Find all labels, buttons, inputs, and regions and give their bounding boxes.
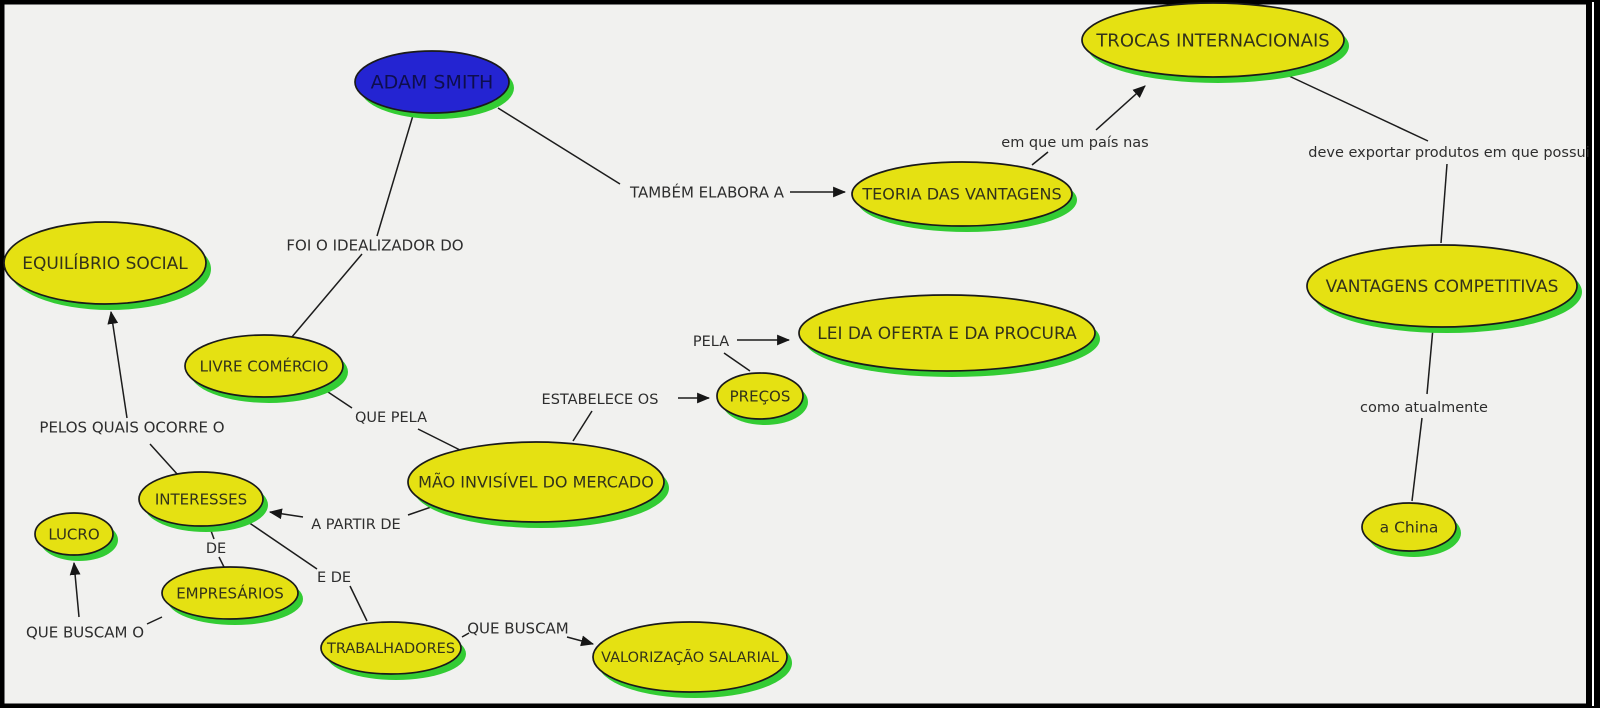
node-ellipse: [407, 441, 665, 523]
edge-mao-to-estabelece-label: [572, 410, 593, 442]
edge-pelosquais-label-to-equilibrio-arrow: [107, 310, 128, 419]
node-ellipse: [716, 372, 804, 420]
edge-ede-label-to-trabalhadores: [349, 585, 368, 622]
edge-vantagens-to-como-label: [1426, 327, 1434, 395]
node-adam-smith-label: ADAM SMITH: [371, 72, 494, 94]
node-empresarios[interactable]: EMPRESÁRIOS: [161, 566, 303, 625]
edge-trabalhadores-to-quebuscam-label: [461, 632, 470, 638]
edge-foi-label-to-livre-comercio: [290, 253, 363, 339]
node-vantagens-competitivas[interactable]: VANTAGENS COMPETITIVAS: [1306, 244, 1582, 333]
edge-trocas-to-deve-label: [1288, 75, 1429, 142]
node-ellipse: [798, 294, 1096, 372]
node-mao-invisivel-label: MÃO INVISÍVEL DO MERCADO: [418, 473, 654, 492]
node-ellipse: [161, 566, 299, 620]
edge-label-a-partir-de[interactable]: A PARTIR DE: [311, 517, 400, 533]
node-lei-da-oferta-label: LEI DA OFERTA E DA PROCURA: [817, 324, 1077, 344]
frame-right-highlight: [1592, 2, 1594, 706]
node-ellipse: [354, 50, 510, 114]
edge-label-pela[interactable]: PELA: [693, 334, 729, 350]
edge-label-tambem-elabora-a[interactable]: TAMBÉM ELABORA A: [629, 182, 785, 201]
node-precos-label: PREÇOS: [730, 387, 791, 405]
edge-label-que-buscam-o[interactable]: QUE BUSCAM O: [26, 623, 144, 641]
edge-label-deve-exportar-produtos[interactable]: deve exportar produtos em que possui: [1308, 145, 1589, 161]
node-interesses-label: INTERESSES: [155, 490, 247, 508]
edge-label-foi-o-idealizador-do[interactable]: FOI O IDEALIZADOR DO: [286, 236, 463, 254]
edge-como-label-to-china: [1411, 417, 1423, 502]
node-empresarios-label: EMPRESÁRIOS: [176, 583, 284, 602]
node-valorizacao-salarial[interactable]: VALORIZAÇÃO SALARIAL: [592, 621, 792, 698]
node-trabalhadores-label: TRABALHADORES: [326, 641, 455, 657]
edge-interesses-to-ede-label: [247, 521, 318, 570]
edge-label-e-de[interactable]: E DE: [317, 570, 351, 586]
edge-deve-label-to-vantagens: [1440, 163, 1448, 244]
edge-adam-smith-to-foi-label: [376, 111, 415, 237]
edge-apartir-label-to-interesses-arrow: [268, 508, 304, 520]
node-ellipse: [320, 621, 462, 675]
node-teoria-das-vantagens[interactable]: TEORIA DAS VANTAGENS: [851, 161, 1077, 232]
node-mao-invisivel-do-mercado[interactable]: MÃO INVISÍVEL DO MERCADO: [407, 441, 669, 528]
edge-label-como-atualmente[interactable]: como atualmente: [1360, 400, 1488, 416]
edge-label-de[interactable]: DE: [206, 541, 226, 557]
node-trocas-internacionais-label: TROCAS INTERNACIONAIS: [1095, 30, 1329, 51]
node-ellipse: [592, 621, 788, 693]
edge-empais-label-to-trocas-arrow: [1095, 85, 1146, 131]
node-equilibrio-social-label: EQUILÍBRIO SOCIAL: [22, 252, 188, 274]
node-trocas-internacionais[interactable]: TROCAS INTERNACIONAIS: [1081, 2, 1349, 83]
edge-quepela-label-to-mao: [417, 428, 461, 451]
node-ellipse: [3, 221, 207, 305]
node-precos[interactable]: PREÇOS: [716, 372, 808, 425]
edge-label-que-buscam[interactable]: QUE BUSCAM: [467, 619, 569, 637]
node-livre-comercio-label: LIVRE COMÉRCIO: [200, 356, 329, 375]
edge-de-label-to-empresarios: [218, 556, 225, 568]
node-ellipse: [184, 334, 344, 398]
edge-label-estabelece-os[interactable]: ESTABELECE OS: [542, 392, 659, 408]
edge-adam-smith-to-tambem-label: [497, 107, 621, 185]
edge-precos-to-pela-label: [723, 352, 751, 372]
node-a-china[interactable]: a China: [1361, 502, 1461, 557]
node-ellipse: [1081, 2, 1345, 78]
node-livre-comercio[interactable]: LIVRE COMÉRCIO: [184, 334, 348, 403]
node-a-china-label: a China: [1380, 518, 1439, 536]
node-ellipse: [851, 161, 1073, 227]
node-teoria-das-vantagens-label: TEORIA DAS VANTAGENS: [861, 185, 1061, 204]
edge-label-pelos-quais-ocorre-o[interactable]: PELOS QUAIS OCORRE O: [39, 418, 224, 436]
node-trabalhadores[interactable]: TRABALHADORES: [320, 621, 466, 680]
node-vantagens-competitivas-label: VANTAGENS COMPETITIVAS: [1326, 277, 1559, 297]
edge-teoria-to-empais-label: [1031, 151, 1049, 166]
node-ellipse: [34, 512, 114, 556]
edge-label-em-que-um-pais-nas[interactable]: em que um país nas: [1001, 135, 1148, 151]
edge-label-que-pela[interactable]: QUE PELA: [355, 410, 427, 426]
node-ellipse: [1361, 502, 1457, 552]
node-lucro[interactable]: LUCRO: [34, 512, 118, 561]
node-equilibrio-social[interactable]: EQUILÍBRIO SOCIAL: [3, 221, 211, 310]
edge-quebuscam-label-to-valorizacao-arrow: [566, 635, 595, 647]
edge-interesses-to-pelosquais-label: [149, 443, 179, 476]
edge-quebuscamo-label-to-lucro-arrow: [69, 561, 81, 618]
node-valorizacao-salarial-label: VALORIZAÇÃO SALARIAL: [601, 649, 779, 666]
node-ellipse: [1306, 244, 1578, 328]
edge-empresarios-to-quebuscamo-label: [146, 616, 163, 625]
node-interesses[interactable]: INTERESSES: [138, 471, 268, 532]
node-ellipse: [138, 471, 264, 527]
node-adam-smith[interactable]: ADAM SMITH: [354, 50, 514, 119]
node-lei-da-oferta-e-da-procura[interactable]: LEI DA OFERTA E DA PROCURA: [798, 294, 1100, 377]
node-lucro-label: LUCRO: [48, 525, 99, 543]
